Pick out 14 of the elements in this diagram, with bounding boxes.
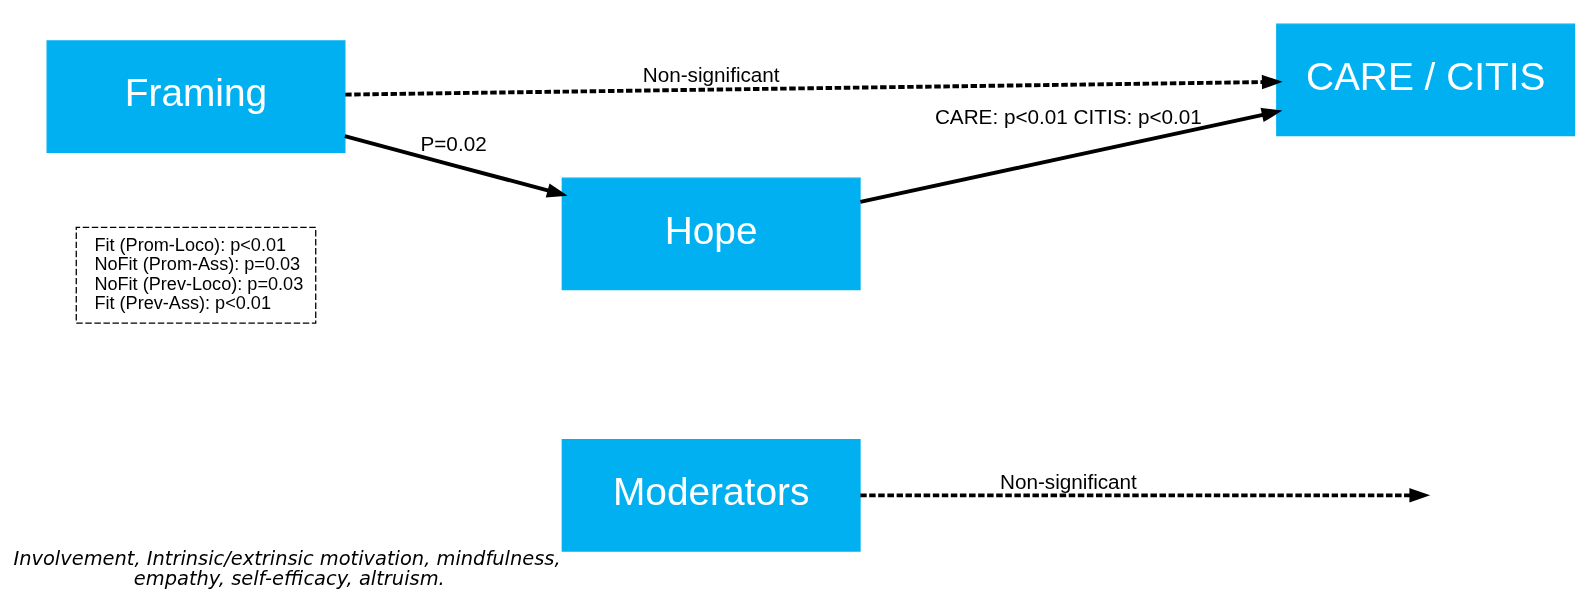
node-box: CARE / CITIS [1276,23,1576,136]
arrow [860,487,1431,503]
arrow [345,74,1283,97]
arrow [859,107,1283,204]
arrow [344,133,568,197]
node-box: Framing [46,39,346,153]
node-box: Hope [561,177,861,290]
edge-label: Non-significant [642,62,780,86]
edge-label: Non-significant [999,469,1137,493]
node-label: Involvement, Intrinsic/extrinsic motivation, mindfulness, empathy, self-efficacy, altruism. [13,546,561,590]
node-box: Moderators [561,438,861,552]
node-box: Fit (Prom-Loco): p<0.01 NoFit (Prom-Ass): p=0.03 NoFit (Prev-Loco): p=0.03 Fit (Prev-Ass): p<0.01 [75,226,317,324]
edge-label: P=0.02 [420,131,487,155]
edge-label: CARE: p<0.01 CITIS: p<0.01 [934,104,1202,128]
